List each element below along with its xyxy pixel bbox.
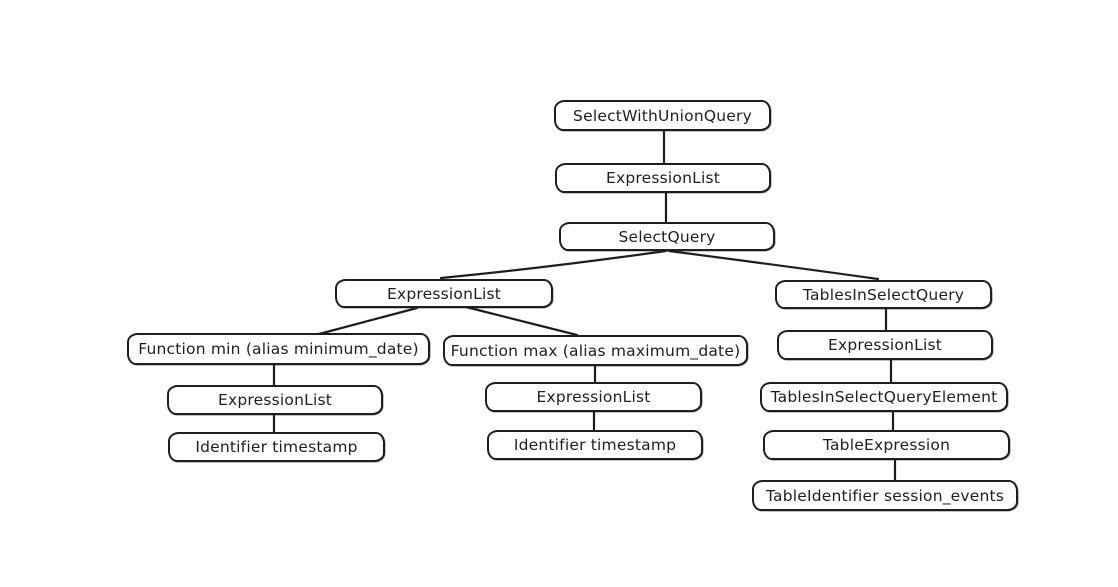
node-expression-list-tables: ExpressionList — [777, 330, 993, 360]
node-tables-in-select-query: TablesInSelectQuery — [775, 280, 992, 309]
node-identifier-timestamp-min: Identifier timestamp — [168, 432, 385, 462]
node-select-query: SelectQuery — [559, 222, 775, 251]
node-tables-in-select-query-element: TablesInSelectQueryElement — [760, 382, 1008, 412]
node-expression-list-max: ExpressionList — [485, 382, 702, 412]
edge-expressionlist-function-min — [317, 306, 419, 336]
node-function-min: Function min (alias minimum_date) — [127, 333, 430, 365]
node-identifier-timestamp-max: Identifier timestamp — [487, 430, 703, 460]
node-table-identifier: TableIdentifier session_events — [752, 480, 1018, 511]
node-expression-list-min: ExpressionList — [167, 385, 383, 415]
edge-selectquery-expressionlist-left — [439, 249, 668, 280]
node-table-expression: TableExpression — [763, 430, 1010, 460]
node-select-with-union-query: SelectWithUnionQuery — [554, 100, 771, 131]
node-expression-list-top: ExpressionList — [555, 163, 771, 193]
edge-selectquery-tablesinselectquery — [667, 249, 880, 281]
node-function-max: Function max (alias maximum_date) — [443, 335, 748, 366]
node-expression-list-left: ExpressionList — [335, 279, 553, 308]
edge-expressionlist-function-max — [464, 305, 579, 337]
